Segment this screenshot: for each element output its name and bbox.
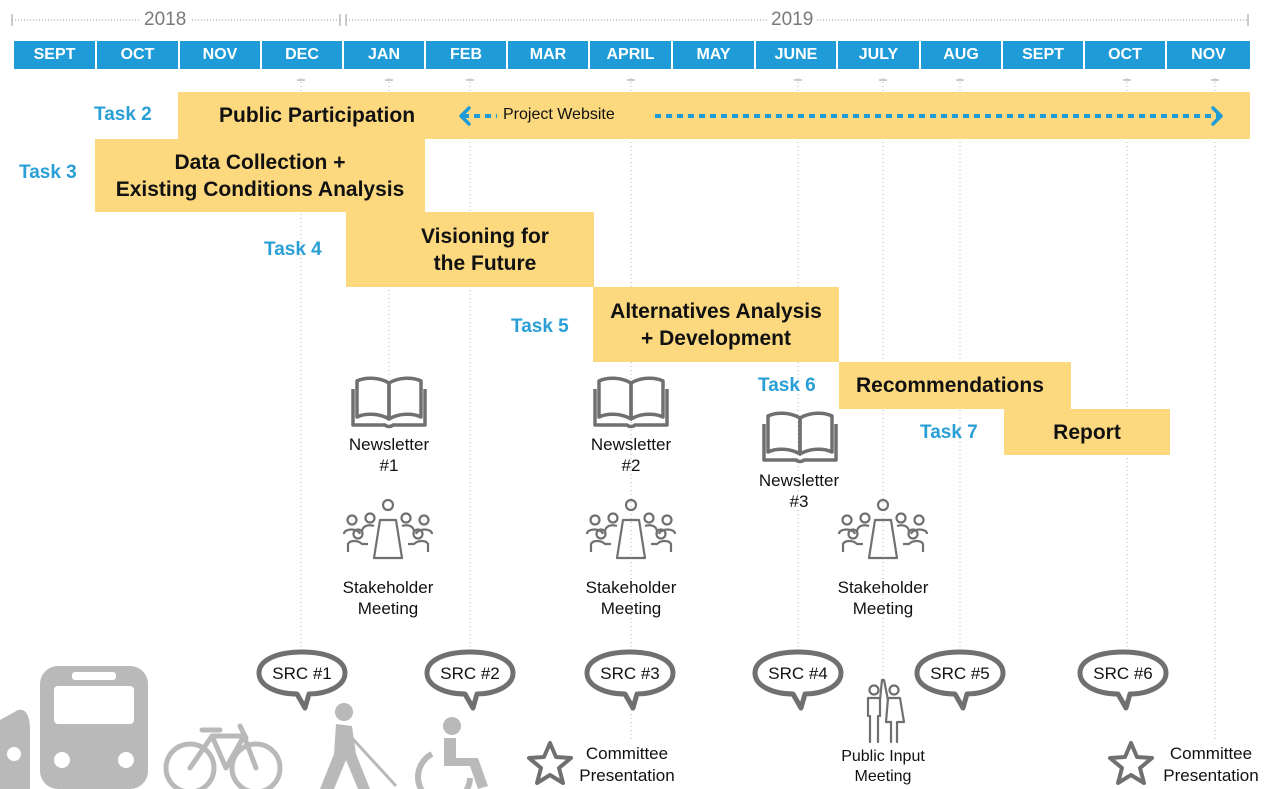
meeting-table-icon <box>837 498 929 560</box>
meeting-table-icon <box>585 498 677 560</box>
book-icon <box>593 376 669 429</box>
newsletter-1-label: Newsletter #1 <box>329 434 449 476</box>
stakeholder-meeting-1-label: Stakeholder Meeting <box>328 577 448 619</box>
committee-1-line1: Committee <box>585 744 669 763</box>
committee-2-line2: Presentation <box>1163 766 1259 785</box>
star-icon <box>1108 741 1154 785</box>
month-sept-2018: SEPT <box>14 41 95 69</box>
stakeholder-3-line2: Meeting <box>852 599 914 618</box>
newsletter-1-line2: #1 <box>379 456 399 475</box>
task-5-title-line1: Alternatives Analysis <box>610 299 822 323</box>
month-july-2019: JULY <box>838 41 919 69</box>
car-icon <box>0 709 30 789</box>
stakeholder-meeting-2-label: Stakeholder Meeting <box>571 577 691 619</box>
src-3-label: SRC #3 <box>600 664 660 683</box>
task-6-bar: Recommendations <box>839 362 1071 409</box>
newsletter-1-line1: Newsletter <box>348 435 430 454</box>
task-6-label: Task 6 <box>758 375 816 396</box>
committee-1-line2: Presentation <box>579 766 675 785</box>
people-high-five-icon <box>866 678 906 744</box>
task-4-title-line1: Visioning for <box>421 224 549 248</box>
src-2-label: SRC #2 <box>440 664 500 683</box>
src-1-label: SRC #1 <box>272 664 332 683</box>
task-3-title-line1: Data Collection + <box>174 150 346 174</box>
public-input-line1: Public Input <box>841 748 925 765</box>
month-dec-2018: DEC <box>262 41 342 69</box>
task-5-bar: Alternatives Analysis + Development <box>593 287 839 362</box>
speech-bubble-icon <box>256 649 348 711</box>
newsletter-2-line1: Newsletter <box>590 435 672 454</box>
task-5-label: Task 5 <box>511 316 569 337</box>
stakeholder-1-line1: Stakeholder <box>342 578 434 597</box>
stakeholder-2-line1: Stakeholder <box>585 578 677 597</box>
task-7-bar: Report <box>1004 409 1170 455</box>
bicycle-icon <box>163 723 283 789</box>
task-2-label: Task 2 <box>94 104 152 125</box>
transportation-modes-illustration <box>0 666 488 789</box>
month-may-2019: MAY <box>673 41 754 69</box>
speech-bubble-icon <box>1077 649 1169 711</box>
newsletter-2-line2: #2 <box>621 456 641 475</box>
speech-bubble-icon <box>424 649 516 711</box>
committee-presentation-1-label: Committee Presentation <box>572 743 682 787</box>
speech-bubble-icon <box>584 649 676 711</box>
task-4-bar: Visioning for the Future <box>346 212 594 287</box>
task-2-title: Public Participation <box>219 104 416 127</box>
meeting-table-icon <box>342 498 434 560</box>
pedestrian-icon <box>320 703 398 789</box>
wheelchair-icon <box>415 717 488 789</box>
newsletter-2-label: Newsletter #2 <box>571 434 691 476</box>
bus-icon <box>40 666 148 789</box>
month-oct-2019: OCT <box>1085 41 1165 69</box>
task-3-bar: Data Collection + Existing Conditions An… <box>95 139 425 212</box>
committee-presentation-2-label: Committee Presentation <box>1150 743 1272 787</box>
task-7-title: Report <box>1053 420 1121 444</box>
task-3-title-line2: Existing Conditions Analysis <box>115 177 405 201</box>
website-arrow-icon <box>459 106 1225 126</box>
stakeholder-3-line1: Stakeholder <box>837 578 929 597</box>
task-6-title: Recommendations <box>856 374 1044 397</box>
month-june-2019: JUNE <box>756 41 836 69</box>
book-icon <box>762 411 838 464</box>
speech-bubble-icon <box>914 649 1006 711</box>
task-4-label: Task 4 <box>264 239 322 260</box>
src-4-label: SRC #4 <box>768 664 828 683</box>
newsletter-3-line2: #3 <box>789 492 809 511</box>
newsletter-3-label: Newsletter #3 <box>739 470 859 512</box>
speech-bubble-icon <box>752 649 844 711</box>
month-jan-2019: JAN <box>344 41 424 69</box>
month-nov-2019: NOV <box>1167 41 1250 69</box>
newsletter-3-line1: Newsletter <box>758 471 840 490</box>
year-2018-label: 2018 <box>140 10 191 30</box>
month-mar-2019: MAR <box>508 41 588 69</box>
month-sept-2019: SEPT <box>1003 41 1083 69</box>
star-icon <box>527 741 573 785</box>
month-feb-2019: FEB <box>426 41 506 69</box>
task-3-label: Task 3 <box>19 162 77 183</box>
committee-2-line1: Committee <box>1169 744 1253 763</box>
month-aug-2019: AUG <box>921 41 1001 69</box>
src-5-label: SRC #5 <box>930 664 990 683</box>
task-7-label: Task 7 <box>920 422 978 443</box>
year-2019-label: 2019 <box>767 10 818 30</box>
public-input-label: Public Input Meeting <box>823 747 943 787</box>
task-4-title-line2: the Future <box>433 251 537 275</box>
stakeholder-1-line2: Meeting <box>357 599 419 618</box>
book-icon <box>351 376 427 429</box>
website-label: Project Website <box>503 106 615 123</box>
month-nov-2018: NOV <box>180 41 260 69</box>
stakeholder-2-line2: Meeting <box>600 599 662 618</box>
month-oct-2018: OCT <box>97 41 178 69</box>
public-input-line2: Meeting <box>854 768 912 785</box>
stakeholder-meeting-3-label: Stakeholder Meeting <box>823 577 943 619</box>
task-5-title-line2: + Development <box>641 326 791 350</box>
src-6-label: SRC #6 <box>1093 664 1153 683</box>
month-april-2019: APRIL <box>590 41 671 69</box>
